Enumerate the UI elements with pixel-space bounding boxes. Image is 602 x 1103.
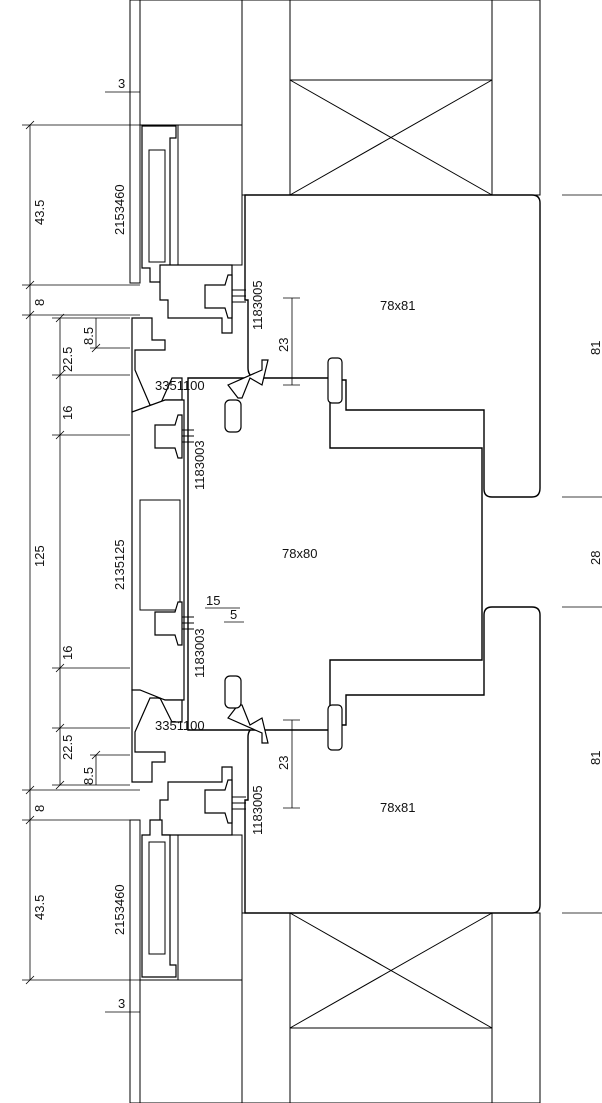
gasket-frame-bottom-seal (327, 704, 343, 751)
label-screw-mid-bottom: 1183003 (192, 628, 207, 678)
label-cladding-profile-top: 2153460 (112, 184, 127, 235)
gasket-frame-top-seal (327, 357, 343, 404)
dim-8-5-top: 8.5 (81, 327, 96, 345)
right-dimension-lines (562, 194, 602, 914)
insulation-top-lower (177, 124, 243, 266)
label-gasket-bottom: 3351100 (155, 718, 205, 733)
insulation-top (139, 0, 243, 126)
screw-bottom (204, 779, 246, 824)
screw-mid-top (154, 414, 194, 459)
dim-right-81-top: 81 (588, 341, 602, 355)
cladding-profile-top-inner (148, 149, 166, 263)
dim-23-bottom: 23 (276, 756, 291, 770)
dim-15: 15 (206, 593, 220, 608)
sash-profile-upper (131, 317, 183, 413)
cladding-profile-bottom-inner (148, 841, 166, 955)
label-screw-mid-top: 1183003 (192, 440, 207, 490)
cladding-board-top (129, 0, 141, 284)
screw-mid-bottom (154, 601, 194, 646)
dim-right-81-bottom: 81 (588, 751, 602, 765)
aluminium-profiles (131, 125, 233, 978)
dim-22-5-bottom: 22.5 (60, 735, 75, 760)
gaskets (224, 357, 343, 751)
structure-hatch-bottom (241, 912, 291, 1103)
label-frame-top: 78x81 (380, 298, 415, 313)
dim-16-bottom: 16 (60, 646, 75, 660)
label-gasket-top: 3351100 (155, 378, 205, 393)
dim-22-5-top: 22.5 (60, 347, 75, 372)
sash-profile-2135125-chamber (139, 499, 181, 611)
label-cladding-profile-bottom: 2153460 (112, 884, 127, 935)
label-screw-top: 1183005 (250, 280, 265, 330)
label-screw-bottom: 1183005 (250, 785, 265, 835)
dim-3-top: 3 (118, 76, 125, 91)
dim-125: 125 (32, 545, 47, 567)
screw-top (204, 274, 246, 319)
gasket-bottom-seal (224, 675, 242, 709)
label-frame-bottom: 78x81 (380, 800, 415, 815)
dim-16-top: 16 (60, 406, 75, 420)
dim-5: 5 (230, 607, 237, 622)
sash-profile-lower (131, 689, 183, 783)
masonry-crosshatch-top (289, 0, 493, 81)
cladding-profile-bottom (141, 819, 177, 978)
dim-8-5-bottom: 8.5 (81, 767, 96, 785)
structure-hatch-bottom-right (491, 912, 541, 1103)
gasket-top-3351100 (227, 359, 269, 399)
dim-43-5-bottom: 43.5 (32, 895, 47, 920)
dim-8-top: 8 (32, 299, 47, 306)
fasteners (154, 274, 246, 824)
insulation-bottom (139, 979, 243, 1103)
cladding-profile-top (141, 125, 177, 283)
structure-hatch-top (241, 0, 291, 196)
dim-23-top: 23 (276, 338, 291, 352)
dim-8-bottom: 8 (32, 805, 47, 812)
inner-dimension-lines (205, 297, 300, 809)
masonry-crosshatch-bottom (289, 1027, 493, 1103)
insulation-bottom-upper (177, 834, 243, 981)
gasket-top-seal (224, 399, 242, 433)
dim-right-28: 28 (588, 551, 602, 565)
left-dimension-lines (22, 91, 140, 1013)
label-sash-middle: 78x80 (282, 546, 317, 561)
dim-43-5-top: 43.5 (32, 200, 47, 225)
dim-3-bottom: 3 (118, 996, 125, 1011)
cladding-board-bottom (129, 819, 141, 1103)
structure-hatch-top-right (491, 0, 541, 196)
label-sash-profile: 2135125 (112, 539, 127, 590)
